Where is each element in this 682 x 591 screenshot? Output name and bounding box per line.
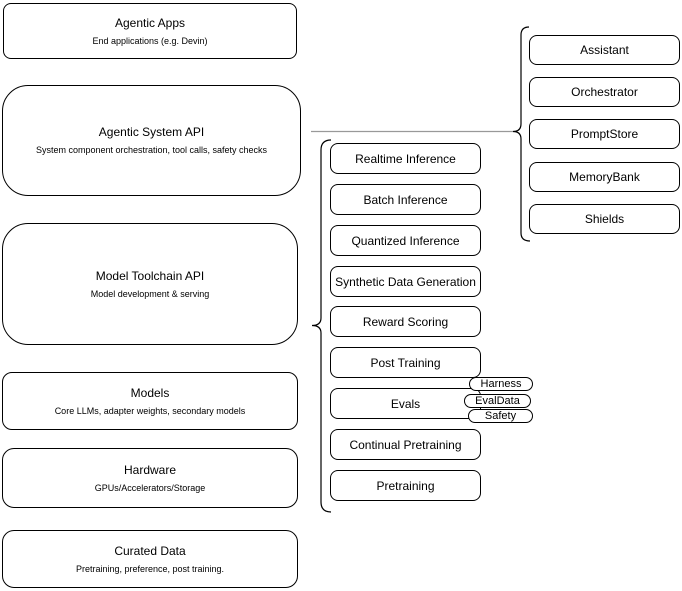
node-label: Realtime Inference <box>355 151 456 166</box>
node-title: Model Toolchain API <box>95 268 205 283</box>
node-post-training: Post Training <box>330 347 481 378</box>
node-label: Assistant <box>580 43 629 57</box>
pill-label: EvalData <box>475 394 520 407</box>
node-model-toolchain-api: Model Toolchain API Model development & … <box>2 223 298 345</box>
node-label: Synthetic Data Generation <box>335 274 476 289</box>
node-orchestrator: Orchestrator <box>529 77 680 107</box>
node-shields: Shields <box>529 204 680 234</box>
node-subtitle: GPUs/Accelerators/Storage <box>94 482 206 493</box>
node-label: PromptStore <box>570 127 639 141</box>
node-title: Agentic System API <box>98 125 205 140</box>
node-agentic-system-api: Agentic System API System component orch… <box>2 85 301 196</box>
node-label: Quantized Inference <box>351 233 460 248</box>
node-label: Batch Inference <box>363 192 448 207</box>
node-batch-inference: Batch Inference <box>330 184 481 215</box>
node-title: Curated Data <box>114 543 186 558</box>
pill-safety: Safety <box>468 409 533 423</box>
pill-label: Safety <box>484 409 517 422</box>
node-pretraining: Pretraining <box>330 470 481 501</box>
node-label: Reward Scoring <box>362 314 449 329</box>
node-label: Pretraining <box>376 478 435 493</box>
node-synthetic-data-generation: Synthetic Data Generation <box>330 266 481 297</box>
pill-label: Harness <box>480 377 522 390</box>
node-label: Evals <box>390 396 421 411</box>
node-models: Models Core LLMs, adapter weights, secon… <box>2 372 298 430</box>
node-reward-scoring: Reward Scoring <box>330 306 481 337</box>
node-realtime-inference: Realtime Inference <box>330 143 481 174</box>
node-title: Models <box>130 385 170 400</box>
node-evals: Evals <box>330 388 481 419</box>
pill-evaldata: EvalData <box>464 394 531 408</box>
node-memorybank: MemoryBank <box>529 162 680 192</box>
node-label: Post Training <box>370 355 441 370</box>
node-continual-pretraining: Continual Pretraining <box>330 429 481 460</box>
node-subtitle: System component orchestration, tool cal… <box>35 145 268 156</box>
brace-system-components-group <box>512 26 531 242</box>
node-agentic-apps: Agentic Apps End applications (e.g. Devi… <box>3 3 297 59</box>
node-subtitle: End applications (e.g. Devin) <box>92 35 208 46</box>
node-subtitle: Core LLMs, adapter weights, secondary mo… <box>54 405 246 416</box>
node-title: Hardware <box>123 462 177 477</box>
node-subtitle: Model development & serving <box>90 288 210 299</box>
node-label: Orchestrator <box>571 85 638 99</box>
node-promptstore: PromptStore <box>529 119 680 149</box>
pill-harness: Harness <box>469 377 533 391</box>
node-label: Shields <box>584 212 625 226</box>
node-label: MemoryBank <box>569 170 640 184</box>
node-subtitle: Pretraining, preference, post training. <box>75 563 225 574</box>
node-hardware: Hardware GPUs/Accelerators/Storage <box>2 448 298 508</box>
node-quantized-inference: Quantized Inference <box>330 225 481 256</box>
node-curated-data: Curated Data Pretraining, preference, po… <box>2 530 298 588</box>
brace-toolchain-group <box>311 139 332 513</box>
node-label: Continual Pretraining <box>349 437 462 452</box>
node-title: Agentic Apps <box>114 15 186 30</box>
node-assistant: Assistant <box>529 35 680 65</box>
